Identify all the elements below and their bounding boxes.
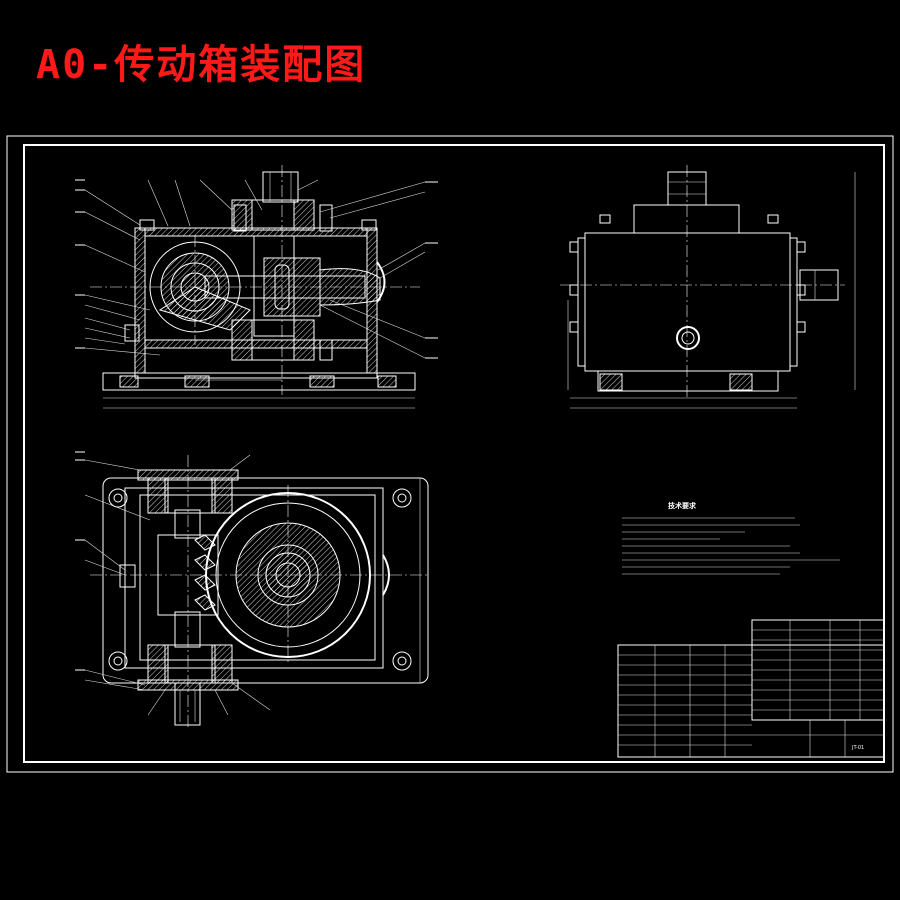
drawing-number: JT-01: [851, 745, 864, 751]
front-section-view: [75, 165, 438, 409]
technical-requirements: 技术要求: [622, 501, 840, 575]
plan-view: [75, 451, 430, 730]
side-view: [560, 165, 856, 409]
drawing-title: A0-传动箱装配图: [36, 42, 367, 88]
sheet-outer-border: [6, 135, 894, 773]
sheet-inner-border: [23, 144, 885, 763]
tech-req-heading: 技术要求: [668, 501, 697, 510]
part-balloons-front: [75, 179, 438, 359]
title-block: JT-01: [617, 619, 885, 758]
